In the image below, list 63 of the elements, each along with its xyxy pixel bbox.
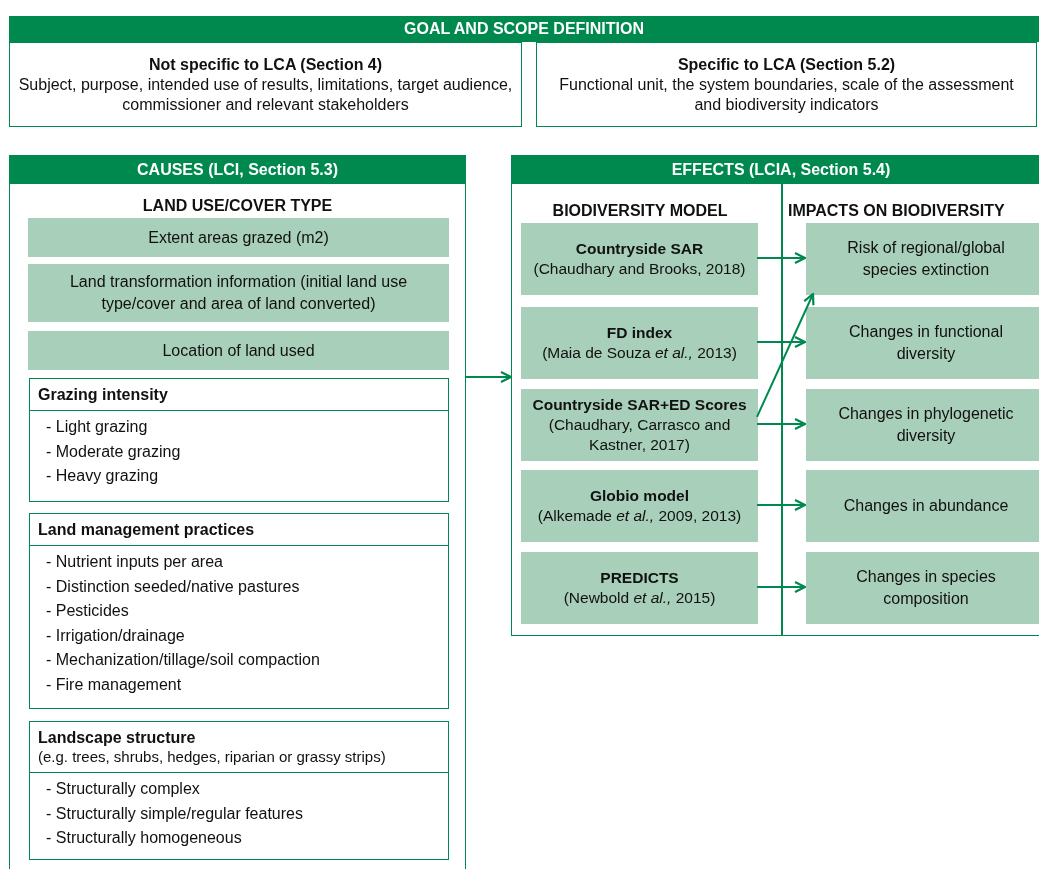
section-header: EFFECTS (LCIA, Section 5.4): [512, 156, 1039, 184]
model-box: [521, 470, 758, 542]
panel-box: [511, 155, 1039, 636]
list-item: - Structurally complex: [46, 779, 201, 799]
box-description: Subject, purpose, intended use of results, limitations, target audience, commissioner and relevant stakeholders: [17, 75, 514, 115]
model-name: Countryside SAR+ED Scores: [532, 395, 747, 415]
list-heading: Grazing intensity: [38, 385, 169, 404]
arrow: [756, 417, 807, 431]
box-description: Functional unit, the system boundaries, scale of the assessment and biodiversity indicators: [558, 75, 1015, 115]
impact-box: Risk of regional/global species extinction: [806, 223, 1039, 295]
arrow: [756, 498, 807, 512]
model-reference: (Chaudhary and Brooks, 2018): [533, 259, 746, 279]
model-name: FD index: [606, 323, 673, 343]
model-name: Globio model: [590, 486, 689, 506]
arrow: [756, 335, 807, 349]
arrow: [756, 580, 807, 594]
list-box: [29, 378, 449, 502]
list-item: - Irrigation/drainage: [46, 625, 186, 646]
model-reference: (Chaudhary, Carrasco and Kastner, 2017): [547, 415, 732, 455]
inventory-box: Location of land used: [28, 331, 449, 370]
list-item: - Pesticides: [46, 601, 130, 621]
scope-box: [9, 42, 522, 127]
list-item: - Distinction seeded/native pastures: [46, 576, 301, 597]
inventory-box: Extent areas grazed (m2): [28, 218, 449, 257]
arrow: [756, 251, 807, 265]
column-heading: IMPACTS ON BIODIVERSITY: [788, 201, 1006, 221]
column-heading: LAND USE/COVER TYPE: [141, 196, 334, 216]
model-box: [521, 389, 758, 461]
list-box: [29, 513, 449, 709]
panel-box: [9, 155, 466, 869]
inventory-box: Land transformation information (initial land use type/cover and area of land converted): [28, 264, 449, 322]
list-heading: Landscape structure: [38, 728, 197, 747]
model-reference: (Maia de Souza et al., 2013): [542, 343, 737, 363]
scope-box: [536, 42, 1037, 127]
list-item: - Moderate grazing: [46, 441, 182, 462]
list-note: (e.g. trees, shrubs, hedges, riparian or grassy strips): [38, 747, 387, 766]
model-box: [521, 223, 758, 295]
model-name: Countryside SAR: [575, 239, 704, 259]
impact-box: Changes in abundance: [806, 470, 1039, 542]
impact-box: Changes in phylogenetic diversity: [806, 389, 1039, 461]
model-reference: (Newbold et al., 2015): [563, 588, 716, 608]
section-header: CAUSES (LCI, Section 5.3): [10, 156, 465, 184]
list-item: - Structurally simple/regular features: [46, 803, 304, 824]
list-item: - Fire management: [46, 674, 183, 695]
arrow: [465, 370, 513, 384]
impact-box: Changes in functional diversity: [806, 307, 1039, 379]
model-name: PREDICTS: [600, 568, 679, 588]
list-item: - Nutrient inputs per area: [46, 552, 224, 572]
list-box: [29, 721, 449, 860]
section-header: GOAL AND SCOPE DEFINITION: [9, 16, 1039, 42]
model-box: [521, 307, 758, 379]
list-item: - Light grazing: [46, 417, 149, 437]
box-heading: Not specific to LCA (Section 4): [148, 55, 383, 75]
column-heading: BIODIVERSITY MODEL: [551, 201, 729, 221]
model-reference: (Alkemade et al., 2009, 2013): [537, 506, 742, 526]
arrow: [756, 292, 815, 418]
list-item: - Heavy grazing: [46, 466, 160, 486]
list-item: - Mechanization/tillage/soil compaction: [46, 650, 321, 670]
list-heading: Land management practices: [38, 520, 256, 539]
box-heading: Specific to LCA (Section 5.2): [677, 55, 896, 75]
model-box: [521, 552, 758, 624]
impact-box: Changes in species composition: [806, 552, 1039, 624]
list-item: - Structurally homogeneous: [46, 828, 243, 848]
